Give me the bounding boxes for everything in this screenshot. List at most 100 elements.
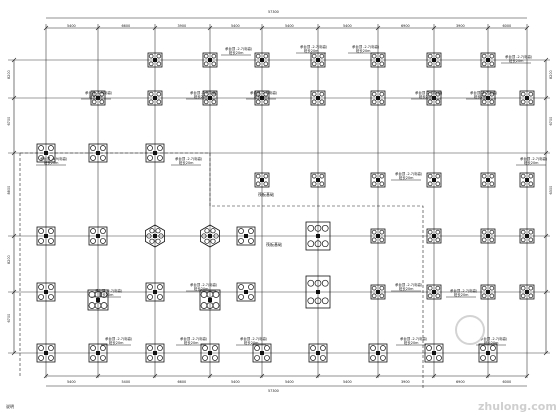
pile bbox=[38, 284, 44, 290]
cap-size-label: 桩长20m bbox=[89, 94, 104, 99]
column bbox=[376, 351, 380, 355]
pile bbox=[48, 228, 54, 234]
cap-outline bbox=[370, 90, 386, 106]
bottom-dim-text: 6000 bbox=[503, 380, 512, 384]
pile bbox=[203, 91, 209, 97]
column bbox=[44, 151, 48, 155]
bottom-total-dimension: 57300 bbox=[268, 389, 279, 393]
dim-tick bbox=[43, 25, 49, 31]
pile bbox=[90, 345, 96, 351]
cap-outline bbox=[426, 284, 442, 300]
pile bbox=[255, 181, 261, 187]
column bbox=[525, 290, 529, 294]
cap-size-label: 桩长20m bbox=[399, 286, 414, 291]
pile-cap bbox=[254, 52, 270, 68]
pile bbox=[371, 285, 377, 291]
pile bbox=[528, 229, 534, 235]
pile bbox=[38, 355, 44, 361]
pile bbox=[157, 284, 163, 290]
pile bbox=[314, 240, 322, 248]
pile-cap bbox=[368, 343, 388, 363]
cap-elevation-label: 承台顶 -2.7(标高) bbox=[180, 336, 208, 341]
cap-size-label: 桩长20m bbox=[109, 340, 124, 345]
pile bbox=[203, 61, 209, 67]
pile bbox=[149, 228, 155, 234]
column bbox=[376, 234, 380, 238]
pile bbox=[321, 240, 329, 248]
cap-outline bbox=[426, 52, 442, 68]
pile bbox=[48, 284, 54, 290]
pile bbox=[427, 285, 433, 291]
dim-tick bbox=[152, 25, 158, 31]
pile bbox=[202, 355, 208, 361]
right-dim-text: 8200 bbox=[549, 70, 553, 79]
pile bbox=[156, 53, 162, 59]
column bbox=[153, 58, 157, 62]
pile bbox=[490, 345, 496, 351]
left-dim-text: 8200 bbox=[7, 70, 11, 79]
pile bbox=[321, 279, 329, 287]
pile bbox=[91, 91, 97, 97]
bottom-dim-text: 5400 bbox=[285, 380, 294, 384]
pile-cap bbox=[480, 90, 496, 106]
pile bbox=[379, 99, 385, 105]
pile bbox=[255, 173, 261, 179]
cap-outline bbox=[145, 282, 165, 302]
cap-elevation-label: 承台顶 -2.7(标高) bbox=[395, 282, 423, 287]
column bbox=[376, 290, 380, 294]
pile bbox=[264, 345, 270, 351]
pile-cap bbox=[145, 282, 165, 302]
pile bbox=[314, 279, 322, 287]
pile bbox=[148, 91, 154, 97]
pile bbox=[148, 61, 154, 67]
cap-outline bbox=[480, 90, 496, 106]
pile-cap bbox=[147, 52, 163, 68]
dim-tick bbox=[95, 373, 101, 379]
cap-outline bbox=[424, 343, 444, 363]
top-dim-text: 6000 bbox=[503, 24, 512, 28]
pile bbox=[427, 53, 433, 59]
dim-tick bbox=[375, 373, 381, 379]
column bbox=[432, 234, 436, 238]
column bbox=[153, 290, 157, 294]
cap-outline bbox=[478, 343, 498, 363]
dim-tick bbox=[11, 233, 17, 239]
pile bbox=[427, 61, 433, 67]
watermark: zhulong.com bbox=[455, 315, 557, 413]
pile bbox=[370, 355, 376, 361]
column bbox=[432, 290, 436, 294]
pile bbox=[263, 99, 269, 105]
pile bbox=[435, 91, 441, 97]
pile bbox=[319, 173, 325, 179]
column bbox=[486, 351, 490, 355]
cap-elevation-label: 承台顶 -2.7(标高) bbox=[190, 282, 218, 287]
cap-outline bbox=[426, 228, 442, 244]
column bbox=[376, 58, 380, 62]
pile bbox=[90, 145, 96, 151]
column bbox=[96, 151, 100, 155]
pile bbox=[489, 229, 495, 235]
dim-tick bbox=[207, 25, 213, 31]
top-dim-text: 3900 bbox=[456, 24, 465, 28]
cap-size-label: 桩长20m bbox=[179, 160, 194, 165]
pile bbox=[202, 345, 208, 351]
pile bbox=[156, 91, 162, 97]
column bbox=[486, 234, 490, 238]
pile bbox=[435, 53, 441, 59]
cap-outline bbox=[310, 90, 326, 106]
pile bbox=[528, 91, 534, 97]
dim-tick bbox=[259, 25, 265, 31]
pile bbox=[248, 228, 254, 234]
dim-tick bbox=[315, 373, 321, 379]
pile bbox=[263, 91, 269, 97]
dim-tick bbox=[259, 373, 265, 379]
pile bbox=[481, 99, 487, 105]
pile-cap-rect bbox=[305, 275, 331, 309]
pile-cap bbox=[370, 284, 386, 300]
pile bbox=[311, 53, 317, 59]
top-dim-text: 5400 bbox=[67, 24, 76, 28]
cap-outline bbox=[254, 172, 270, 188]
cap-outline bbox=[236, 226, 256, 246]
pile bbox=[238, 238, 244, 244]
